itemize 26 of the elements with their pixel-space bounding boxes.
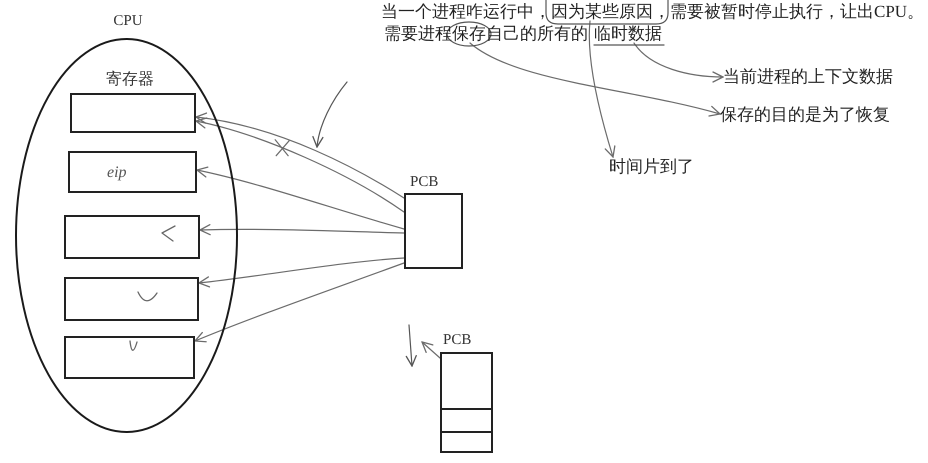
cpu-title: CPU xyxy=(113,14,143,29)
arrow xyxy=(199,224,405,236)
annotation-text: 保存的目的是为了恢复 xyxy=(720,105,890,124)
register-text: eip xyxy=(107,165,127,181)
register-box xyxy=(64,336,195,379)
arrow xyxy=(195,112,405,199)
pcb-title: PCB xyxy=(410,175,438,190)
arrow xyxy=(421,341,441,359)
pcb-title: PCB xyxy=(443,333,472,348)
register-box xyxy=(70,93,196,133)
register-box xyxy=(64,277,199,321)
annotation-text: 当前进程的上下文数据 xyxy=(723,67,893,86)
arrow xyxy=(469,42,721,117)
register-group-label: 寄存器 xyxy=(106,72,154,88)
arrow xyxy=(588,20,616,158)
annotation-text: 时间片到了 xyxy=(609,157,694,176)
annotation-text: 临时数据 xyxy=(594,25,662,43)
arrow xyxy=(194,262,405,342)
annotation-text: 当一个进程咋运行中，因为某些原因，需要被暂时停止执行，让出CPU。 xyxy=(381,2,924,21)
register-box xyxy=(64,215,200,259)
arrow xyxy=(195,118,405,213)
arrow xyxy=(633,42,724,82)
pcb-slot-box xyxy=(440,408,493,433)
arrow xyxy=(198,257,405,288)
arrow xyxy=(196,166,405,230)
register-box xyxy=(68,151,197,193)
